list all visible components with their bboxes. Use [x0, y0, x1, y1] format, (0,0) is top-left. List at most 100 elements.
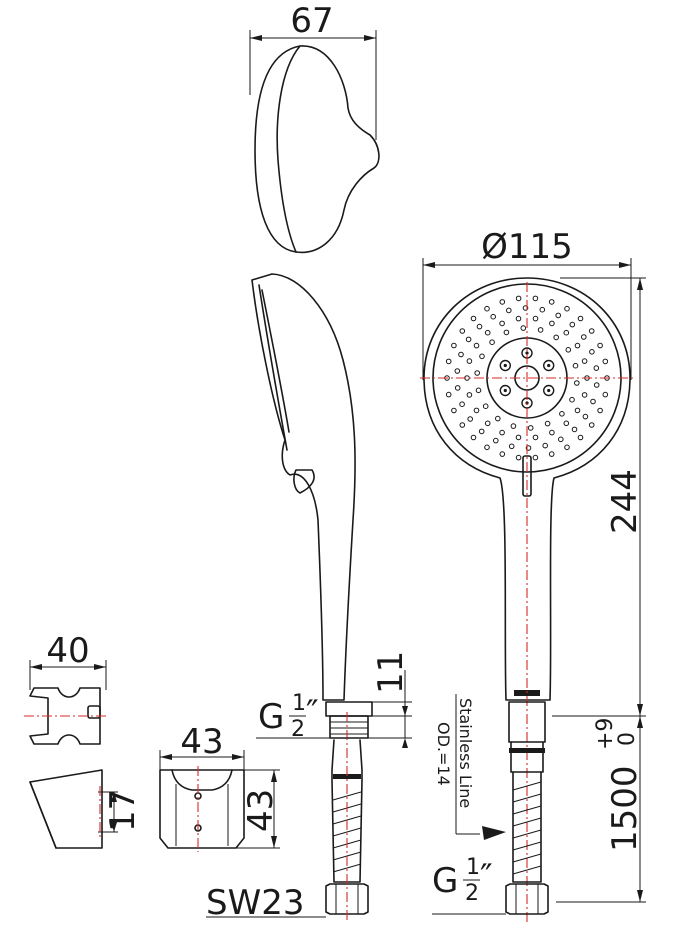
spray-nozzle: [558, 436, 564, 443]
svg-text:2: 2: [465, 881, 479, 906]
spray-nozzle: [445, 391, 452, 398]
spray-nozzle: [569, 396, 575, 403]
spray-nozzle: [564, 444, 570, 451]
spray-nozzle: [495, 415, 501, 422]
spray-nozzle: [548, 299, 555, 305]
spray-nozzle: [467, 416, 474, 422]
spray-nozzle: [508, 443, 515, 450]
spray-nozzle: [569, 321, 576, 328]
wall-holder-views: 40 17 43 43: [24, 631, 281, 852]
thread-label-right: G 1 2 ″: [432, 855, 506, 915]
spray-nozzle: [510, 423, 517, 429]
spray-nozzle: [581, 334, 587, 340]
spray-nozzle: [577, 434, 584, 441]
spray-nozzle: [484, 329, 491, 336]
dim-holder-width-top: 40: [46, 631, 89, 671]
spray-nozzle: [597, 342, 603, 349]
dim-hose-length: 1500: [605, 765, 645, 852]
spray-nozzle: [577, 315, 584, 322]
spray-nozzle: [563, 420, 570, 427]
spray-nozzle: [506, 307, 512, 314]
hose-right: [512, 771, 542, 883]
spray-nozzle: [542, 442, 549, 449]
spray-nozzle: [532, 295, 539, 302]
spray-nozzle: [479, 353, 485, 360]
spray-nozzle: [589, 349, 595, 355]
spray-nozzle: [555, 312, 562, 319]
holder-top-view: [29, 687, 101, 745]
svg-text:1: 1: [292, 691, 306, 716]
dim-total-length: 244: [605, 469, 645, 534]
spray-nozzle: [581, 358, 588, 364]
spray-nozzle: [549, 320, 555, 327]
handshower-side-view: 11 G 1 2 ″ SW23: [206, 273, 412, 923]
spray-nozzle: [582, 413, 589, 420]
spray-nozzle: [574, 342, 581, 349]
handshower-front-view: Ø115 244 1500 +9: [420, 227, 646, 922]
spray-nozzle: [588, 422, 595, 428]
spray-nozzle: [476, 323, 483, 330]
spray-nozzle: [525, 445, 532, 451]
spray-nozzle: [458, 351, 464, 358]
spray-nozzle: [473, 342, 480, 349]
head-top-view: 67: [249, 1, 380, 254]
center-nozzle: [543, 359, 555, 372]
spray-nozzle: [454, 368, 461, 374]
spray-nozzle: [503, 329, 510, 336]
svg-text:2: 2: [291, 717, 305, 742]
head-profile-outline: [254, 45, 380, 254]
holder-front-view: [159, 769, 245, 849]
mode-lever: [522, 455, 532, 497]
note-hose-diameter: OD.=14: [434, 722, 453, 786]
svg-text:1: 1: [466, 855, 480, 880]
dim-hose-tolerance: +9: [593, 718, 618, 750]
thread-connector-left: [329, 715, 369, 739]
thread-label-left: G 1 2 ″: [258, 691, 319, 742]
spray-nozzle: [484, 420, 491, 427]
spray-nozzle: [574, 407, 581, 414]
spray-nozzle: [490, 313, 497, 320]
spray-nozzle: [451, 342, 457, 349]
spray-nozzle: [499, 429, 505, 436]
spray-nozzle: [559, 411, 565, 417]
svg-text:″: ″: [306, 693, 319, 733]
spray-nozzle: [597, 407, 603, 414]
spray-nozzle: [532, 434, 539, 441]
center-nozzle: [499, 384, 511, 397]
spray-nozzle: [484, 305, 490, 312]
spray-nozzle: [465, 336, 472, 343]
spray-nozzle: [553, 334, 560, 341]
spray-nozzles: [444, 295, 610, 461]
spray-nozzle: [466, 358, 473, 364]
spray-nozzle: [459, 401, 465, 408]
center-nozzle: [543, 384, 555, 397]
spray-nozzle: [565, 347, 572, 353]
spray-nozzle: [499, 320, 505, 327]
svg-text:″: ″: [480, 857, 493, 897]
dim-head-diameter: Ø115: [481, 227, 573, 267]
spray-nozzle: [474, 370, 481, 376]
spray-nozzle: [478, 428, 485, 435]
dim-head-depth: 67: [290, 1, 333, 41]
dim-hose-tolerance-second: 0: [615, 732, 640, 746]
spray-nozzle: [499, 451, 506, 457]
spray-nozzle: [581, 392, 588, 398]
spray-nozzle: [532, 315, 539, 322]
dim-holder-width-front: 43: [180, 722, 223, 762]
spray-nozzle: [572, 362, 579, 369]
spray-nozzle: [593, 365, 600, 371]
spray-nozzle: [574, 380, 580, 386]
svg-text:G: G: [258, 697, 284, 737]
spray-nozzle: [522, 305, 529, 311]
spray-nozzle: [466, 392, 473, 398]
spray-nozzle: [482, 403, 489, 410]
spray-nozzle: [563, 329, 570, 336]
spray-nozzle: [515, 434, 522, 441]
spray-nozzle: [602, 391, 609, 398]
spray-nozzle: [593, 382, 600, 388]
dim-nut-size: SW23: [206, 883, 304, 923]
spray-nozzle: [544, 420, 551, 427]
spray-nozzle: [549, 429, 555, 436]
spray-nozzle: [473, 407, 480, 414]
spray-nozzle: [548, 451, 555, 457]
